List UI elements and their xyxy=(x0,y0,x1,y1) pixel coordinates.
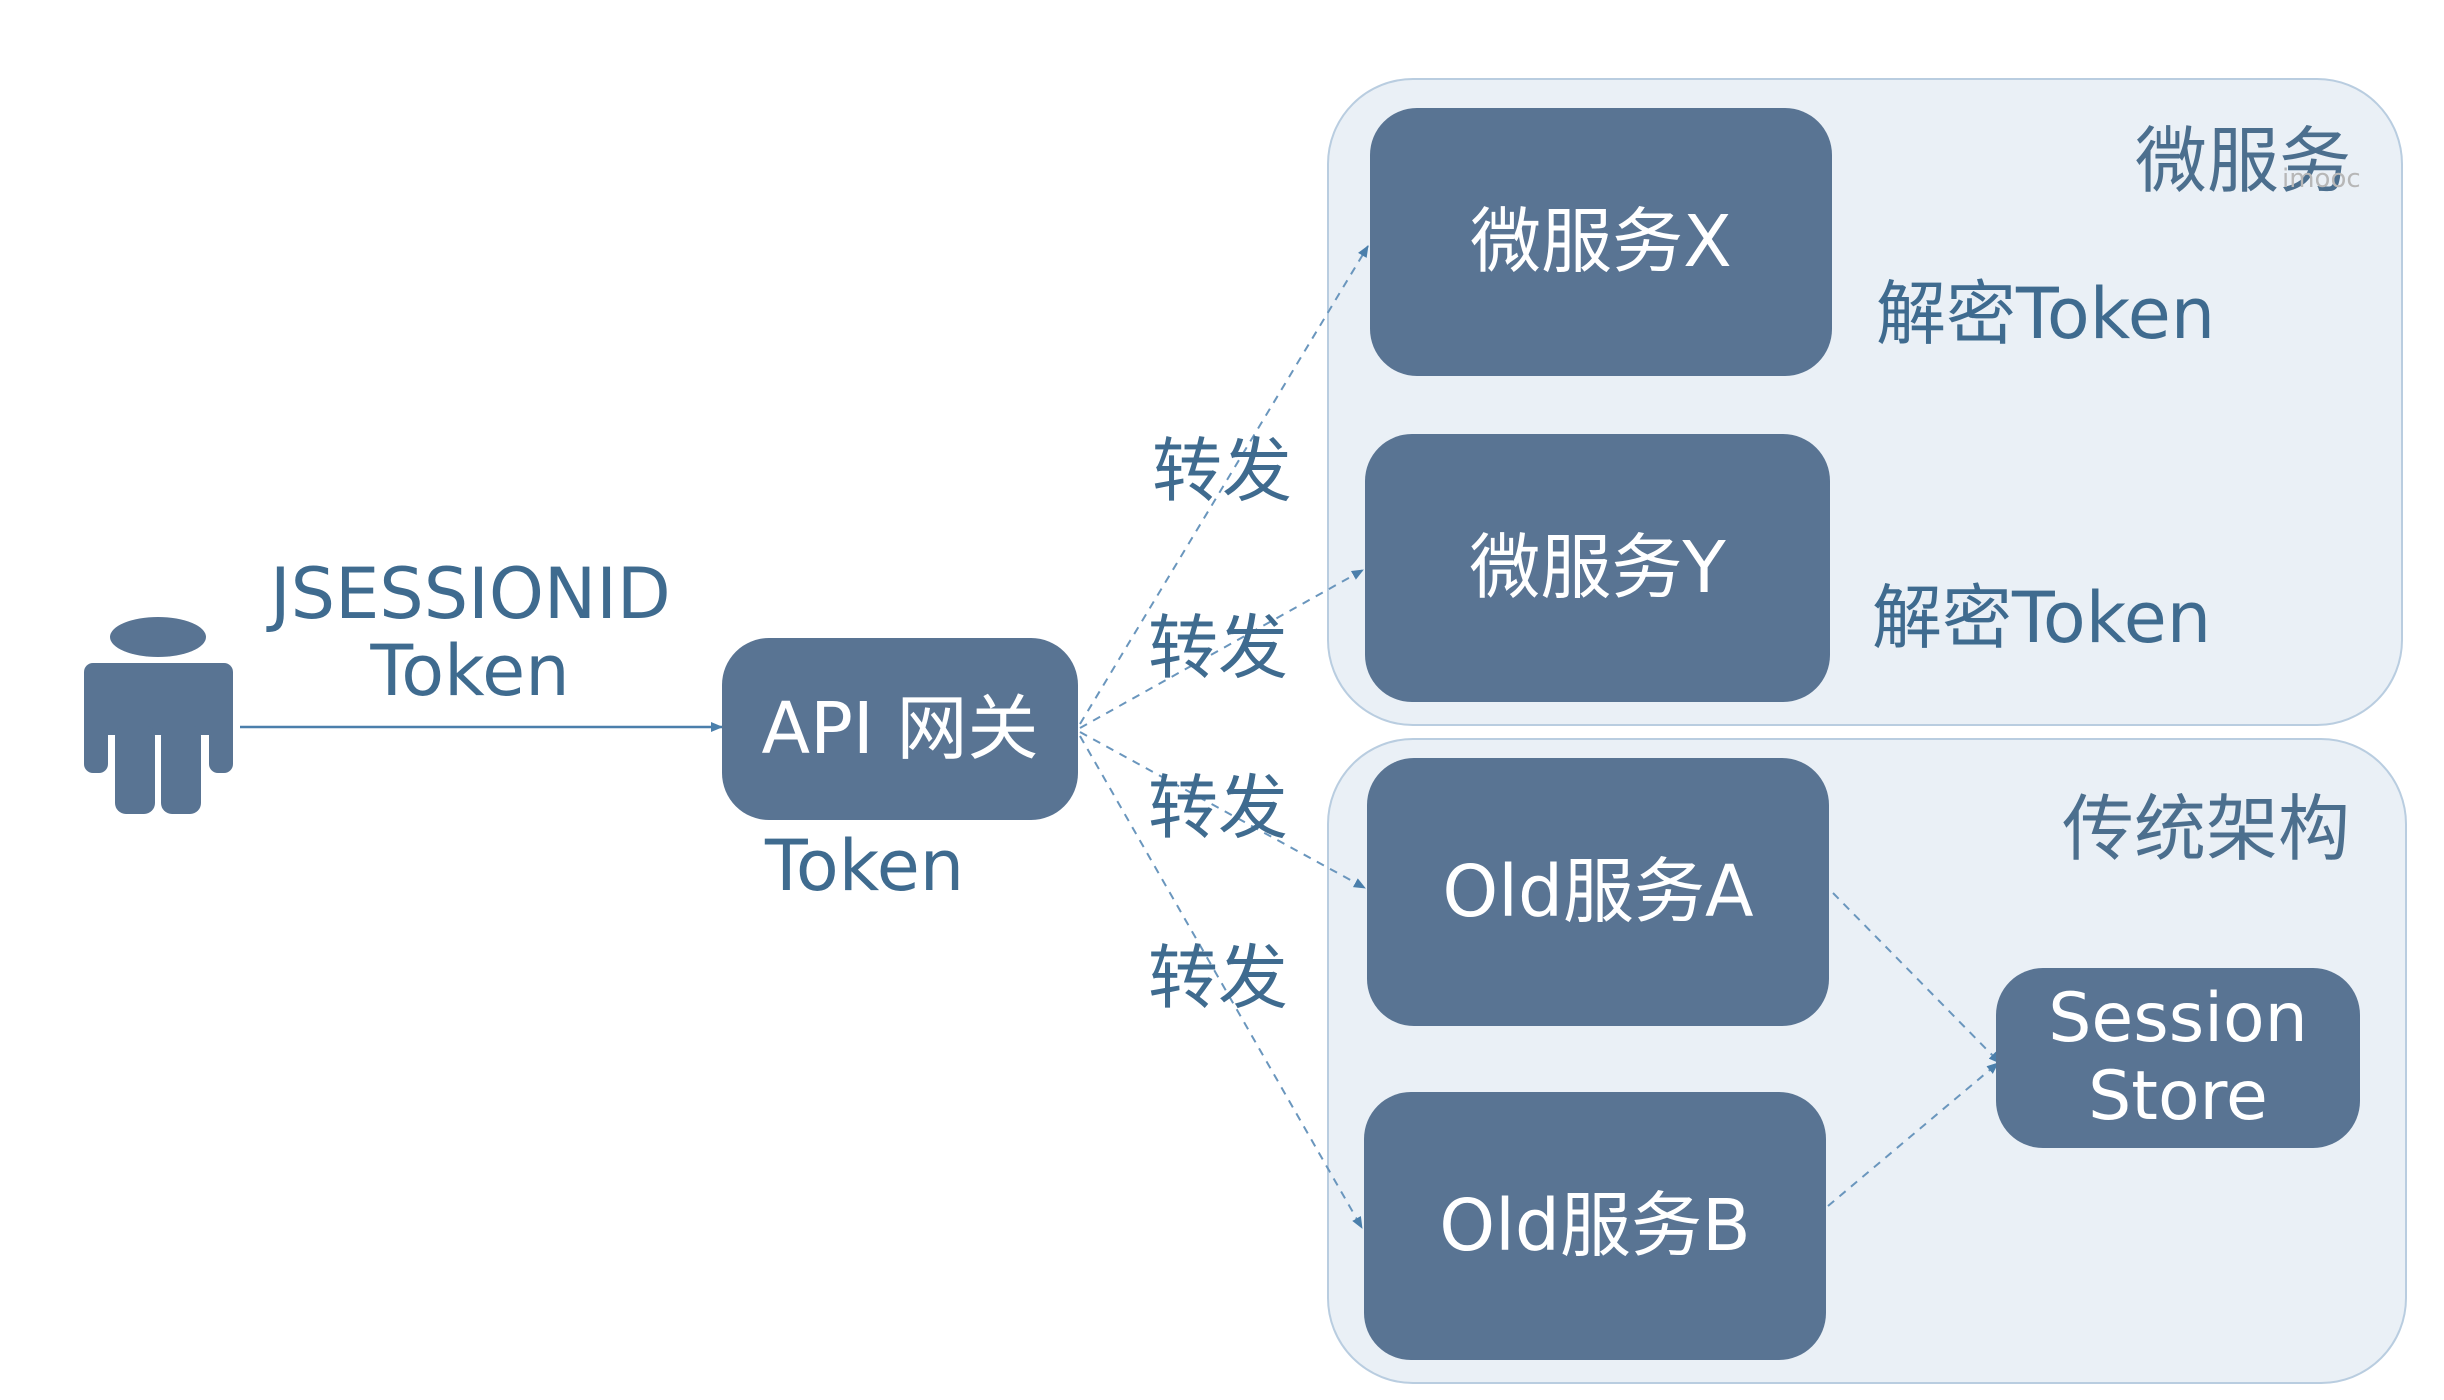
watermark: imooc xyxy=(2282,164,2361,194)
token-text: Token xyxy=(370,630,570,712)
legacy-group-title: 传统架构 xyxy=(2062,787,2351,871)
microservice-y-node: 微服务Y xyxy=(1365,434,1830,702)
old-b-to-session-arrow xyxy=(1827,1062,1999,1207)
forward-arrow-a xyxy=(1079,731,1366,889)
microservice-y-label: 微服务Y xyxy=(1469,526,1726,610)
forward-arrow-b xyxy=(1079,735,1363,1229)
forward-arrow-y xyxy=(1079,569,1364,729)
client-credentials-label: JSESSIONID Token xyxy=(270,553,671,712)
api-gateway-label: API 网关 xyxy=(761,687,1039,771)
session-store-node: Session Store xyxy=(1996,968,2360,1148)
microservice-group-title: 微服务 xyxy=(2135,119,2352,203)
old-service-a-node: Old服务A xyxy=(1367,758,1829,1026)
old-a-to-session-arrow xyxy=(1832,892,2001,1064)
gateway-token-label: Token xyxy=(765,825,965,907)
forward-arrow-x xyxy=(1079,245,1369,725)
decrypt-token-label-y: 解密Token xyxy=(1872,577,2212,659)
forward-label-b: 转发 xyxy=(1148,937,1288,1019)
session-store-line-1: Session xyxy=(2048,978,2308,1058)
forward-label-x: 转发 xyxy=(1152,430,1292,512)
forward-label-a: 转发 xyxy=(1148,767,1288,849)
old-service-b-node: Old服务B xyxy=(1364,1092,1826,1360)
old-service-a-label: Old服务A xyxy=(1442,850,1754,934)
api-gateway-node: API 网关 xyxy=(722,638,1078,820)
microservice-x-node: 微服务X xyxy=(1370,108,1832,376)
jsessionid-text: JSESSIONID xyxy=(270,553,671,635)
old-service-b-label: Old服务B xyxy=(1439,1184,1751,1268)
session-store-line-2: Store xyxy=(2088,1057,2268,1136)
forward-label-y: 转发 xyxy=(1148,607,1288,689)
microservice-x-label: 微服务X xyxy=(1470,200,1732,284)
decrypt-token-label-x: 解密Token xyxy=(1876,273,2216,355)
